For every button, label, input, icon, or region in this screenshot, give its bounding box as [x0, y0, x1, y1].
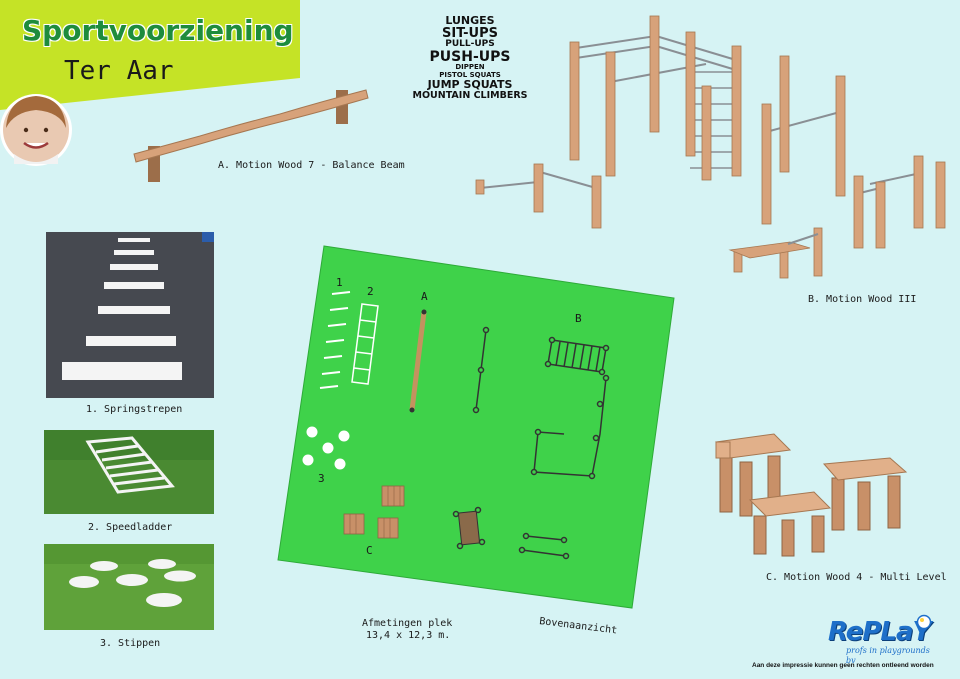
photo-springstrepen	[46, 232, 214, 398]
multi-level-illustration	[715, 433, 908, 557]
exercise-item: MOUNTAIN CLIMBERS	[412, 89, 528, 101]
plan-label-3: 3	[318, 472, 325, 485]
photo-stippen	[44, 544, 214, 630]
exercise-item: JUMP SQUATS	[427, 78, 513, 91]
site-plan	[277, 245, 675, 609]
photo-speedladder	[44, 430, 214, 514]
motion-wood-iii-illustration	[475, 15, 946, 279]
plan-view-label: Bovenaanzicht	[538, 616, 618, 637]
caption-balance-beam: A. Motion Wood 7 - Balance Beam	[218, 160, 405, 171]
balance-beam-illustration	[133, 89, 369, 182]
exercise-list: LUNGES SIT-UPS PULL-UPS PUSH-UPS DIPPEN …	[400, 15, 540, 101]
page-subtitle: Ter Aar	[64, 56, 174, 86]
plan-label-b: B	[575, 312, 582, 325]
plan-label-c: C	[366, 544, 373, 557]
caption-speedladder: 2. Speedladder	[88, 522, 173, 533]
child-avatar	[0, 94, 72, 166]
exercise-item: DIPPEN	[455, 63, 485, 72]
header-banner	[0, 0, 300, 110]
logo-tagline: profs in playgrounds bv	[846, 646, 930, 665]
plan-dimensions-label: Afmetingen plek	[362, 618, 453, 629]
exercise-item: PUSH-UPS	[429, 48, 511, 65]
plan-label-2: 2	[367, 285, 374, 298]
exercise-item: SIT-UPS	[442, 25, 498, 41]
caption-multi-level: C. Motion Wood 4 - Multi Level	[766, 572, 947, 583]
caption-motion-wood-iii: B. Motion Wood III	[808, 294, 917, 305]
plan-label-1: 1	[336, 276, 343, 289]
exercise-item: PULL-UPS	[445, 39, 495, 50]
caption-stippen: 3. Stippen	[100, 638, 161, 649]
plan-dimensions-value: 13,4 x 12,3 m.	[366, 630, 451, 641]
replay-logo: RePLaY profs in playgrounds bv	[828, 614, 940, 665]
exercise-item: PISTOL SQUATS	[439, 70, 501, 79]
logo-wordmark: RePLaY	[828, 617, 931, 647]
logo-ball-icon	[916, 614, 932, 630]
plan-label-a: A	[421, 290, 428, 303]
page-title: Sportvoorziening	[22, 14, 294, 47]
disclaimer: Aan deze impressie kunnen geen rechten o…	[752, 662, 934, 669]
exercise-item: LUNGES	[445, 14, 495, 27]
caption-springstrepen: 1. Springstrepen	[86, 404, 183, 415]
